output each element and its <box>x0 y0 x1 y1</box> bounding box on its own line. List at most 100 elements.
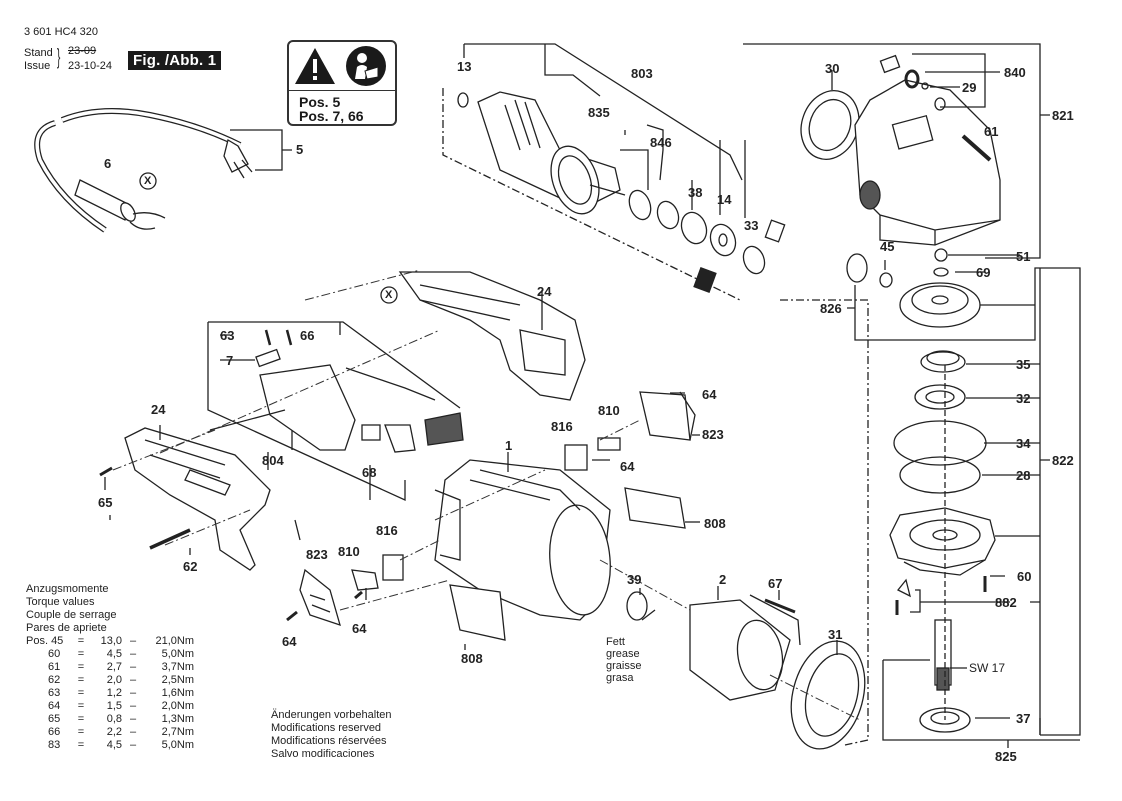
torque-max: 1,3Nm <box>161 713 194 725</box>
callout-61[interactable]: 61 <box>984 124 999 139</box>
callout-823-top[interactable]: 823 <box>702 427 724 442</box>
callout-35[interactable]: 35 <box>1016 357 1031 372</box>
torque-values-table: Anzugsmomente Torque values Couple de se… <box>26 583 194 752</box>
torque-pos: 63 <box>48 687 61 699</box>
torque-max: 21,0Nm <box>155 635 194 647</box>
grease-note-de: Fett <box>606 636 625 648</box>
callout-13[interactable]: 13 <box>457 59 472 74</box>
safety-warning-box: Pos. 5 Pos. 7, 66 <box>287 40 397 126</box>
callout-1[interactable]: 1 <box>505 438 513 453</box>
callout-28[interactable]: 28 <box>1016 468 1031 483</box>
callout-69[interactable]: 69 <box>976 265 991 280</box>
torque-dash: – <box>129 700 137 712</box>
callout-51[interactable]: 51 <box>1016 249 1031 264</box>
warning-pos-line-1: Pos. 5 <box>299 94 341 110</box>
callout-34[interactable]: 34 <box>1016 436 1031 451</box>
callout-32[interactable]: 32 <box>1016 391 1031 406</box>
callout-37[interactable]: 37 <box>1016 711 1031 726</box>
torque-dash: – <box>129 635 137 647</box>
torque-min: 4,5 <box>106 739 122 751</box>
callout-804[interactable]: 804 <box>262 453 284 468</box>
callout-6[interactable]: 6 <box>104 156 112 171</box>
x-marker-label: X <box>144 175 152 187</box>
callout-29[interactable]: 29 <box>962 80 977 95</box>
callout-45[interactable]: 45 <box>880 239 895 254</box>
callout-2[interactable]: 2 <box>719 572 727 587</box>
torque-pos: 83 <box>48 739 61 751</box>
gear-housing-drawing <box>800 53 1001 246</box>
grease-note: Fett grease graisse grasa <box>606 636 641 684</box>
modifications-note-es: Salvo modificaciones <box>271 748 375 760</box>
grease-note-fr: graisse <box>606 660 642 672</box>
torque-row: 66=2,2–2,7Nm <box>26 726 194 739</box>
grease-note-es: grasa <box>606 672 634 684</box>
torque-dash: – <box>129 661 137 673</box>
motor-housing-drawing <box>434 452 611 621</box>
callout-808-bottom[interactable]: 808 <box>461 651 483 666</box>
callout-38[interactable]: 38 <box>688 185 703 200</box>
callout-64-c[interactable]: 64 <box>282 634 297 649</box>
callout-810-top[interactable]: 810 <box>598 403 620 418</box>
callout-7[interactable]: 7 <box>226 353 234 368</box>
callout-835[interactable]: 835 <box>588 105 610 120</box>
torque-pos: Pos. 45 <box>26 635 64 647</box>
torque-max: 2,5Nm <box>161 674 194 686</box>
torque-row: 62=2,0–2,5Nm <box>26 674 194 687</box>
callout-60[interactable]: 60 <box>1017 569 1032 584</box>
warning-box-divider <box>289 90 395 91</box>
callout-31[interactable]: 31 <box>828 627 843 642</box>
read-manual-icon <box>346 46 386 86</box>
callout-826[interactable]: 826 <box>820 301 842 316</box>
torque-min: 13,0 <box>100 635 122 647</box>
callout-821[interactable]: 821 <box>1052 108 1074 123</box>
callout-816-bottom[interactable]: 816 <box>376 523 398 538</box>
callout-sw17[interactable]: SW 17 <box>969 661 1006 675</box>
torque-pos: 60 <box>48 648 61 660</box>
callout-67[interactable]: 67 <box>768 576 783 591</box>
torque-eq: = <box>77 687 85 699</box>
modifications-note: Änderungen vorbehalten Modifications res… <box>271 709 391 761</box>
x-marker-icon <box>139 172 157 190</box>
issue-label: Issue <box>24 60 51 72</box>
torque-max: 2,7Nm <box>161 726 194 738</box>
torque-pos: 61 <box>48 661 61 673</box>
side-handle-drawing <box>99 409 286 571</box>
callout-14[interactable]: 14 <box>717 192 732 207</box>
callout-825[interactable]: 825 <box>995 749 1017 764</box>
stand-old-value: 23-09 <box>68 45 97 57</box>
callout-66[interactable]: 66 <box>300 328 315 343</box>
callout-65[interactable]: 65 <box>98 495 113 510</box>
callout-803[interactable]: 803 <box>631 66 653 81</box>
torque-row: 63=1,2–1,6Nm <box>26 687 194 700</box>
callout-5[interactable]: 5 <box>296 142 304 157</box>
callout-822[interactable]: 822 <box>1052 453 1074 468</box>
grease-note-en: grease <box>606 648 640 660</box>
callout-39[interactable]: 39 <box>627 572 642 587</box>
callout-882[interactable]: 882 <box>995 595 1017 610</box>
torque-dash: – <box>129 687 137 699</box>
callout-64-a[interactable]: 64 <box>702 387 717 402</box>
callout-24-top[interactable]: 24 <box>537 284 552 299</box>
callout-816-top[interactable]: 816 <box>551 419 573 434</box>
callout-846[interactable]: 846 <box>650 135 672 150</box>
callout-840[interactable]: 840 <box>1004 65 1026 80</box>
callout-810-bottom[interactable]: 810 <box>338 544 360 559</box>
callout-64-d[interactable]: 64 <box>352 621 367 636</box>
callout-64-b[interactable]: 64 <box>620 459 635 474</box>
callout-24-left[interactable]: 24 <box>151 402 166 417</box>
callout-33[interactable]: 33 <box>744 218 759 233</box>
callout-63[interactable]: 63 <box>220 328 235 343</box>
callout-68[interactable]: 68 <box>362 465 377 480</box>
stand-label: Stand <box>24 47 53 59</box>
callout-823-bottom[interactable]: 823 <box>306 547 328 562</box>
torque-max: 5,0Nm <box>161 739 194 751</box>
torque-eq: = <box>77 739 85 751</box>
callout-30[interactable]: 30 <box>825 61 840 76</box>
torque-row: 61=2,7–3,7Nm <box>26 661 194 674</box>
power-cord-drawing <box>34 108 292 233</box>
torque-row: Pos. 45=13,0–21,0Nm <box>26 635 194 648</box>
torque-row: 60=4,5–5,0Nm <box>26 648 194 661</box>
callout-808-top[interactable]: 808 <box>704 516 726 531</box>
callout-62[interactable]: 62 <box>183 559 198 574</box>
